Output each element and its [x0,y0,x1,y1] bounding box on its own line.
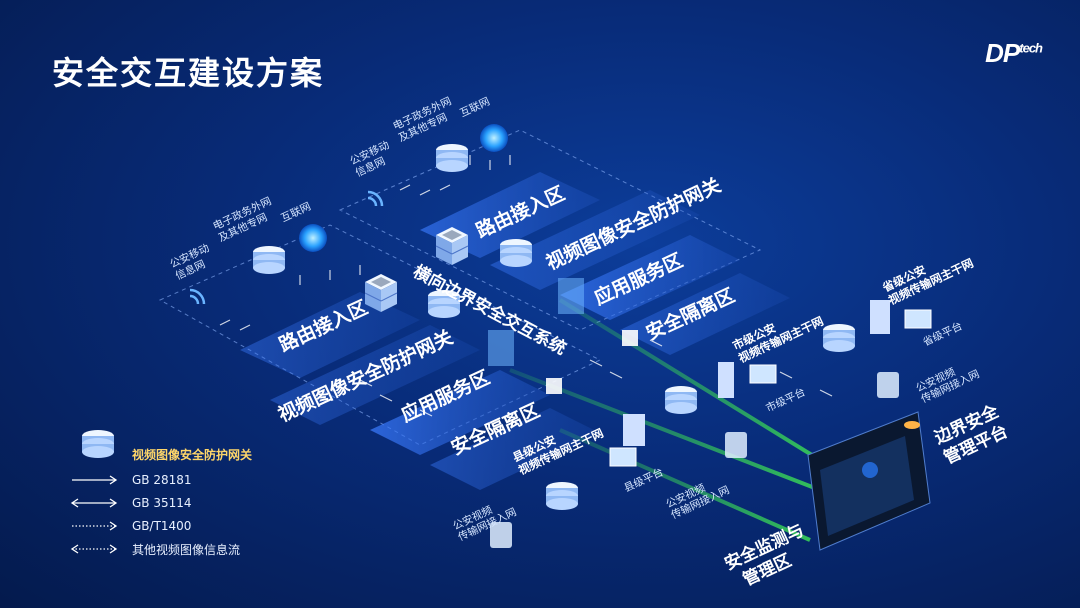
left-internet-label: 互联网 [279,201,313,225]
province-stack [823,324,855,352]
zone-app-a [560,235,740,320]
legend-gb28181: GB 28181 [132,470,192,490]
county-platform-label: 县级平台 [622,465,666,495]
zone-app-b [370,370,550,455]
city-stack [665,386,697,414]
legend-gb28181-label: GB 28181 [132,473,192,487]
left-server-stack [253,246,285,274]
access-left-icon [490,522,512,548]
svg-text:安全监测与管理区: 安全监测与管理区 [721,520,816,595]
zone-iso-b [430,408,600,490]
top-server-stack [436,144,468,172]
link-lower [559,428,811,542]
svg-text:省级公安视频传输网主干网: 省级公安视频传输网主干网 [879,243,975,308]
svg-text:公安视频传输网接入网: 公安视频传输网接入网 [914,356,982,405]
dptech-logo: DPtech [985,38,1043,69]
legend-gateway: 视频图像安全防护网关 [132,444,252,464]
city-building [718,362,734,398]
internet-globe-top [480,124,508,152]
zone-gateway-a [490,190,700,290]
app-panel-a [558,278,584,314]
iso-cube-b [546,378,562,394]
zone-router-b [240,292,420,378]
wifi-icon-left [189,288,206,305]
router-device-a [435,226,469,266]
top-internet-label: 互联网 [458,96,492,120]
province-building [870,300,890,334]
access-right-icon [877,372,899,398]
zone-gateway-b [270,325,480,425]
zone-iso-a [620,273,790,355]
legend-gb35114-label: GB 35114 [132,496,192,510]
svg-text:公安移动信息网: 公安移动信息网 [168,241,217,282]
management-screen [807,411,931,551]
svg-text:公安移动信息网: 公安移动信息网 [348,138,397,179]
legend-gateway-label: 视频图像安全防护网关 [132,447,253,462]
logo-main: DP [985,38,1020,68]
internet-globe-left [299,224,327,252]
legend-gbt1400: GB/T1400 [132,516,191,536]
link-upper [558,298,822,462]
app-panel-b [488,330,514,366]
router-device-b [364,273,398,313]
access-mid-icon [725,432,747,458]
county-monitor [609,447,637,467]
province-monitor [904,309,932,329]
legend-gb35114: GB 35114 [132,493,192,513]
legend-gateway-icon [82,430,114,458]
svg-text:电子政务外网及其他专网: 电子政务外网及其他专网 [391,94,459,144]
legend-gbt1400-label: GB/T1400 [132,519,192,533]
page-title: 安全交互建设方案 [52,54,325,92]
svg-text:电子政务外网及其他专网: 电子政务外网及其他专网 [211,194,279,244]
logo-sup: tech [1019,40,1043,56]
flow-arrows [219,155,833,417]
iso-cube-a [622,330,638,346]
city-monitor [749,364,777,384]
legend-other: 其他视频图像信息流 [132,539,240,559]
legend-lines [70,475,118,554]
county-building [623,414,645,446]
svg-text:边界安全管理平台: 边界安全管理平台 [930,400,1012,469]
county-stack [546,482,578,510]
legend-other-label: 其他视频图像信息流 [132,542,241,557]
city-platform-label: 市级平台 [764,385,808,415]
wifi-icon-top [367,190,384,207]
gateway-stack-a [500,239,532,267]
